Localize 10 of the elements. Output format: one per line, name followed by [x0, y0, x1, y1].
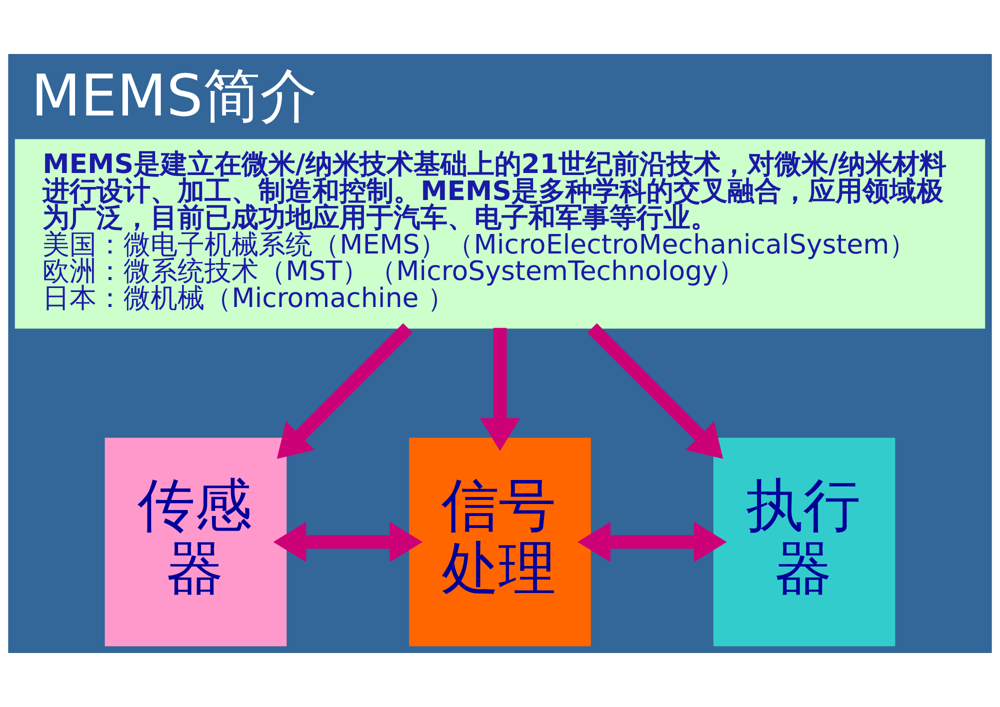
- arrow: [587, 323, 724, 459]
- node-box: 传感器: [104, 438, 287, 646]
- arrow: [578, 522, 727, 562]
- arrow: [480, 328, 520, 451]
- node-box: 执行器: [713, 438, 896, 646]
- node-box: MEMS是建立在微米/纳米技术基础上的21世纪前沿技术，对微米/纳米材料进行设计、加工、制造和控制。MEMS是多种学科的交叉融合，应用领域极为广泛，目前已成功地应用于汽车、电子和军事等行业。 美国：微电子机械系统（MEMS）（MicroElectroMechanicalSystem） 欧洲：微系统技术（MST）（MicroSystemTechnology） 日本：微机械（Micromachine ）: [14, 139, 986, 329]
- diagram-title: MEMS简介: [31, 62, 317, 130]
- arrow: [273, 522, 423, 562]
- arrow: [276, 323, 413, 459]
- node-box: 信号处理: [409, 438, 591, 646]
